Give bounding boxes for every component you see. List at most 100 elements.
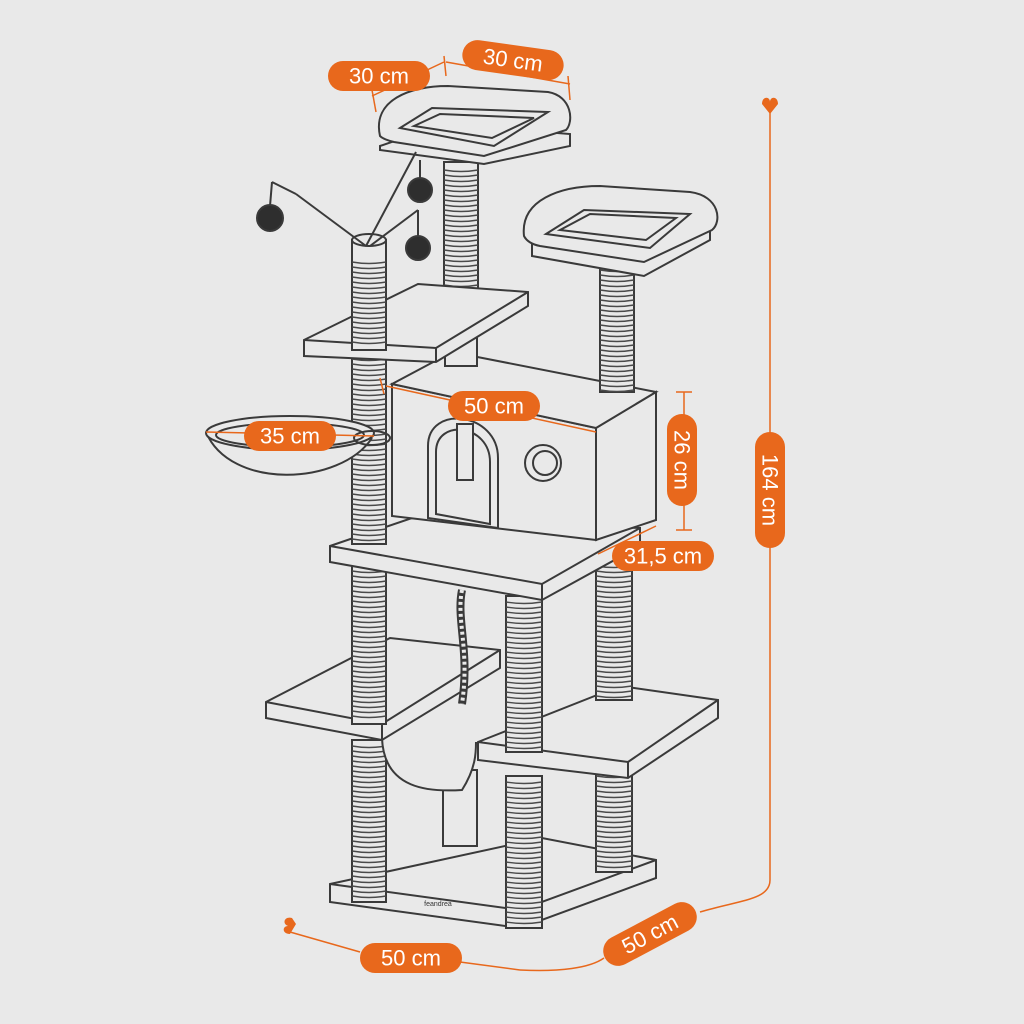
sisal-wrap-line: [351, 478, 387, 482]
sisal-wrap-line: [351, 383, 387, 387]
sisal-wrap-line: [351, 790, 387, 794]
sisal-wrap-line: [351, 650, 387, 654]
sisal-wrap-line: [505, 811, 543, 815]
sisal-wrap-line: [351, 875, 387, 879]
label-base-width: 50 cm: [360, 943, 462, 973]
sisal-wrap-line: [505, 861, 543, 865]
sisal-wrap-line: [505, 651, 543, 655]
sisal-wrap-line: [351, 680, 387, 684]
toy-wand-with-balls: [256, 151, 433, 261]
sisal-wrap-line: [443, 174, 479, 178]
sisal-wrap-line: [351, 458, 387, 462]
sisal-wrap-line: [351, 715, 387, 719]
sisal-wrap-line: [351, 301, 387, 305]
sisal-wrap-line: [351, 575, 387, 579]
sisal-wrap-line: [505, 856, 543, 860]
sisal-post-right-lower: [595, 767, 633, 873]
sisal-wrap-line: [599, 344, 635, 348]
sisal-post-front-left-lower: [351, 739, 387, 903]
sisal-wrap-line: [595, 615, 633, 619]
sisal-wrap-line: [505, 836, 543, 840]
sisal-wrap-line: [505, 681, 543, 685]
sisal-post-front-center-lower: [505, 775, 543, 929]
sisal-wrap-line: [505, 626, 543, 630]
sisal-wrap-line: [595, 855, 633, 859]
sisal-wrap-line: [351, 660, 387, 664]
sisal-wrap-line: [351, 675, 387, 679]
sisal-wrap-line: [595, 610, 633, 614]
sisal-wrap-line: [595, 585, 633, 589]
label-condo-height: 26 cm: [667, 414, 697, 506]
sisal-wrap-line: [351, 700, 387, 704]
sisal-wrap-line: [505, 826, 543, 830]
sisal-wrap-line: [595, 830, 633, 834]
sisal-wrap-line: [595, 600, 633, 604]
sisal-wrap-line: [599, 384, 635, 388]
sisal-wrap-line: [351, 306, 387, 310]
sisal-wrap-line: [351, 640, 387, 644]
sisal-wrap-line: [351, 513, 387, 517]
sisal-wrap-line: [505, 686, 543, 690]
sisal-wrap-line: [505, 726, 543, 730]
sisal-wrap-line: [599, 329, 635, 333]
sisal-wrap-line: [351, 528, 387, 532]
sisal-wrap-line: [351, 600, 387, 604]
sisal-wrap-line: [351, 690, 387, 694]
sisal-wrap-line: [505, 816, 543, 820]
sisal-wrap-line: [351, 770, 387, 774]
label-base-width-text: 50 cm: [381, 946, 441, 971]
sisal-wrap-line: [595, 785, 633, 789]
sisal-wrap-line: [505, 621, 543, 625]
sisal-wrap-line: [351, 835, 387, 839]
sisal-wrap-line: [505, 721, 543, 725]
sisal-wrap-line: [595, 690, 633, 694]
sisal-wrap-line: [351, 890, 387, 894]
sisal-wrap-line: [595, 805, 633, 809]
sisal-wrap-line: [351, 755, 387, 759]
sisal-wrap-line: [595, 640, 633, 644]
label-base-depth-text: 50 cm: [618, 909, 683, 959]
sisal-wrap-line: [599, 369, 635, 373]
sisal-wrap-line: [599, 334, 635, 338]
sisal-wrap-line: [443, 279, 479, 283]
sisal-wrap-line: [595, 660, 633, 664]
sisal-wrap-line: [443, 184, 479, 188]
sisal-wrap-line: [351, 286, 387, 290]
sisal-wrap-line: [351, 605, 387, 609]
condo-arch-door: [427, 417, 499, 530]
label-top-perch-width: 30 cm: [462, 40, 564, 81]
sisal-wrap-line: [351, 580, 387, 584]
sisal-wrap-line: [595, 800, 633, 804]
sisal-wrap-line: [599, 279, 635, 283]
sisal-wrap-line: [505, 876, 543, 880]
sisal-wrap-line: [443, 189, 479, 193]
sisal-wrap-line: [351, 805, 387, 809]
sisal-wrap-line: [351, 473, 387, 477]
sisal-wrap-line: [351, 331, 387, 335]
sisal-wrap-line: [505, 661, 543, 665]
sisal-wrap-line: [351, 271, 387, 275]
base-arrow-left: [283, 917, 296, 934]
sisal-wrap-line: [351, 483, 387, 487]
sisal-wrap-line: [505, 866, 543, 870]
sisal-wrap-line: [351, 363, 387, 367]
sisal-wrap-line: [351, 590, 387, 594]
sisal-wrap-line: [505, 741, 543, 745]
sisal-wrap-line: [351, 373, 387, 377]
sisal-wrap-line: [505, 881, 543, 885]
sisal-wrap-line: [351, 518, 387, 522]
sisal-wrap-line: [505, 601, 543, 605]
label-total-height: 164 cm: [755, 432, 785, 548]
sisal-wrap-line: [351, 635, 387, 639]
sisal-wrap-line: [595, 840, 633, 844]
sisal-post-right-middle: [595, 559, 633, 701]
sisal-wrap-line: [351, 850, 387, 854]
sisal-wrap-line: [595, 820, 633, 824]
sisal-wrap-line: [505, 676, 543, 680]
sisal-wrap-line: [505, 806, 543, 810]
sisal-wrap-line: [505, 916, 543, 920]
sisal-wrap-line: [599, 324, 635, 328]
sisal-wrap-line: [351, 620, 387, 624]
sisal-post-left-middle: [351, 557, 387, 725]
